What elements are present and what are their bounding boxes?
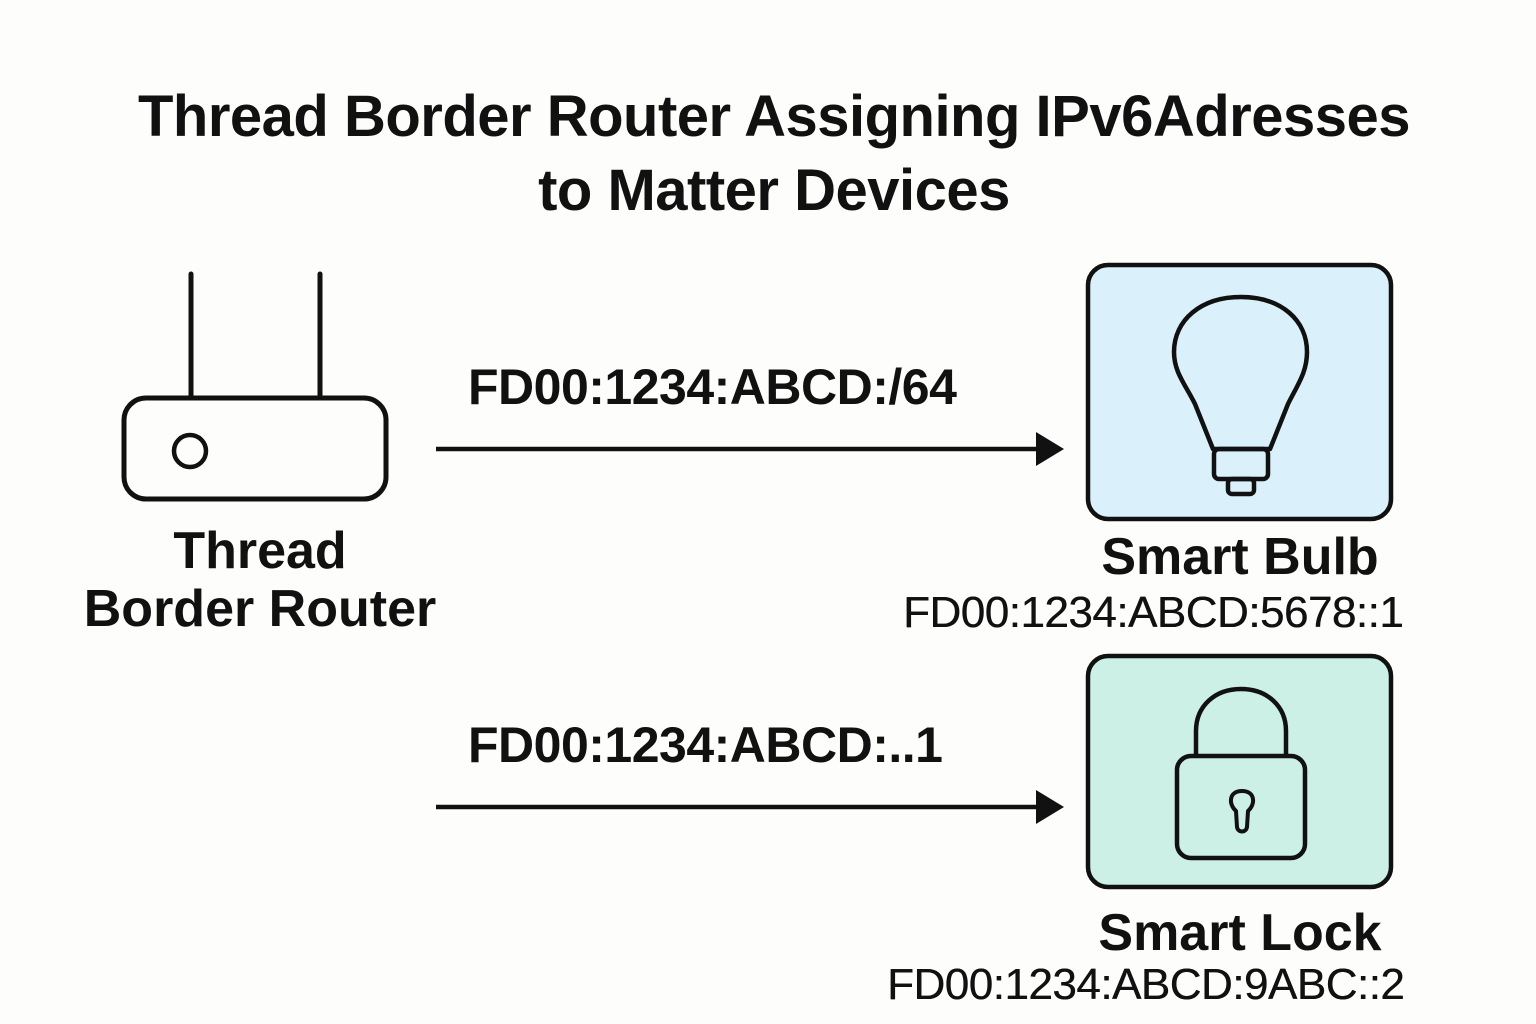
router-led [171, 432, 209, 470]
smart-lock-card [1085, 653, 1394, 890]
arrow-to-lock [436, 790, 1064, 824]
smart-lock-address: FD00:1234:ABCD:9ABC::2 [887, 960, 1405, 1009]
smart-bulb-address: FD00:1234:ABCD:5678::1 [903, 588, 1404, 637]
router-label: Thread Border Router [60, 522, 460, 638]
arrowhead-icon [1036, 790, 1064, 824]
title-line-1: Thread Border Router Assigning IPv6Adres… [137, 84, 1411, 149]
smart-lock-name: Smart Lock [1098, 904, 1382, 962]
arrowhead-icon [1036, 432, 1064, 466]
router-icon [121, 271, 389, 502]
keyhole-icon [1228, 789, 1256, 834]
smart-bulb-card [1085, 262, 1394, 522]
smart-bulb-name: Smart Bulb [1101, 528, 1379, 586]
title-line-2: to Matter Devices [538, 158, 1010, 223]
arrow-label-prefix: FD00:1234:ABCD:/64 [468, 359, 957, 415]
arrow-to-bulb [436, 432, 1064, 466]
lightbulb-icon [1171, 294, 1310, 497]
diagram-title: Thread Border Router Assigning IPv6Adres… [0, 80, 1536, 228]
padlock-icon [1174, 686, 1308, 861]
arrow-label-address: FD00:1234:ABCD:..1 [468, 717, 943, 773]
router-label-line-1: Thread [173, 522, 347, 580]
router-body [121, 395, 389, 502]
router-label-line-2: Border Router [83, 580, 437, 638]
